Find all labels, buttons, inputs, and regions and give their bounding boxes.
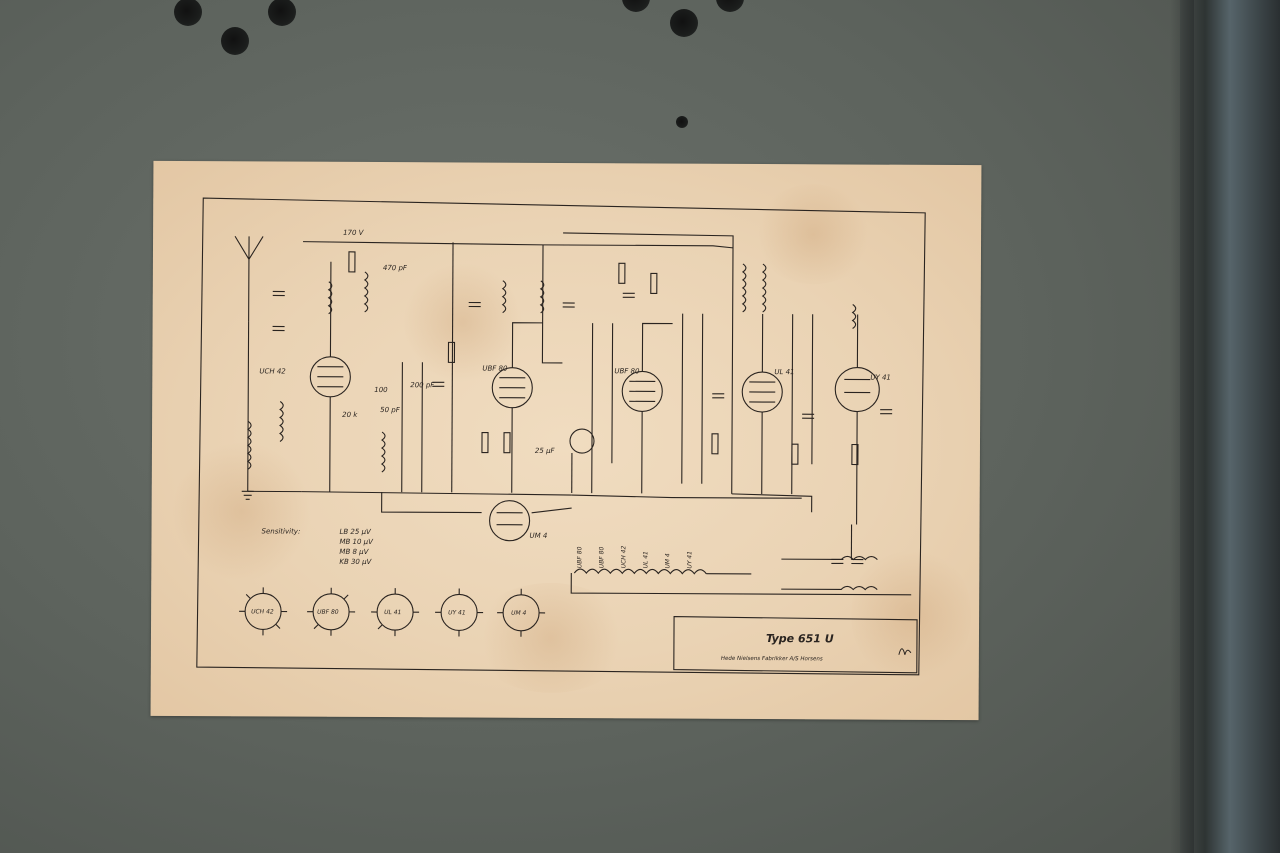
vent-hole	[670, 9, 698, 37]
svg-text:UM 4: UM 4	[511, 610, 527, 617]
schematic-paper: UCH 42 UBF 80 UBF 80 UL 41 UY 41 UM 4 17…	[150, 160, 982, 721]
schematic-title: Type 651 U	[766, 632, 834, 645]
svg-text:UBF 80: UBF 80	[576, 546, 583, 568]
heater-chain	[573, 568, 707, 575]
svg-text:UCH 42: UCH 42	[620, 545, 627, 568]
vent-hole	[221, 27, 249, 55]
svg-text:UL 41: UL 41	[642, 551, 649, 568]
svg-text:LB 25 μV: LB 25 μV	[339, 528, 372, 536]
circuit-diagram: UCH 42 UBF 80 UBF 80 UL 41 UY 41 UM 4 17…	[196, 197, 926, 676]
svg-text:UBF 80: UBF 80	[317, 609, 339, 616]
svg-text:UCH 42: UCH 42	[259, 367, 286, 375]
title-box	[673, 616, 918, 674]
svg-text:UCH 42: UCH 42	[251, 608, 274, 615]
svg-text:100: 100	[374, 386, 388, 394]
svg-text:MB 10 μV: MB 10 μV	[339, 538, 374, 546]
svg-text:MB 8 μV: MB 8 μV	[339, 548, 369, 556]
svg-text:UBF 80: UBF 80	[598, 546, 605, 568]
svg-text:25 μF: 25 μF	[535, 447, 556, 455]
svg-text:UBF 80: UBF 80	[482, 365, 508, 373]
svg-text:UL 41: UL 41	[384, 609, 401, 616]
svg-text:470 pF: 470 pF	[383, 264, 408, 272]
manufacturer-name: Hede Nielsens Fabrikker A/S Horsens	[721, 656, 823, 663]
ground-symbol	[241, 321, 254, 500]
vent-hole	[676, 116, 688, 128]
svg-text:KB 30 μV: KB 30 μV	[339, 558, 372, 566]
vent-hole	[622, 0, 650, 12]
vent-hole	[268, 0, 296, 26]
tube-um4	[489, 500, 531, 542]
vent-hole	[174, 0, 202, 26]
vent-hole	[716, 0, 744, 12]
svg-text:20 k: 20 k	[342, 411, 358, 419]
background-shadow	[1180, 0, 1280, 853]
svg-text:UL 41: UL 41	[774, 368, 794, 376]
svg-text:UY 41: UY 41	[686, 551, 693, 569]
diagram-border	[196, 197, 926, 676]
svg-text:170 V: 170 V	[343, 229, 365, 237]
antenna-symbol	[234, 235, 264, 322]
svg-text:UM 4: UM 4	[529, 532, 547, 540]
panel-edge	[1170, 0, 1194, 853]
svg-text:UY 41: UY 41	[870, 374, 891, 382]
svg-text:UY 41: UY 41	[448, 609, 466, 616]
svg-text:200 pF: 200 pF	[410, 381, 435, 389]
svg-text:50 pF: 50 pF	[380, 406, 401, 414]
svg-text:UBF 80: UBF 80	[614, 367, 640, 375]
svg-text:UM 4: UM 4	[664, 553, 671, 569]
svg-text:Sensitivity:: Sensitivity:	[261, 527, 300, 535]
